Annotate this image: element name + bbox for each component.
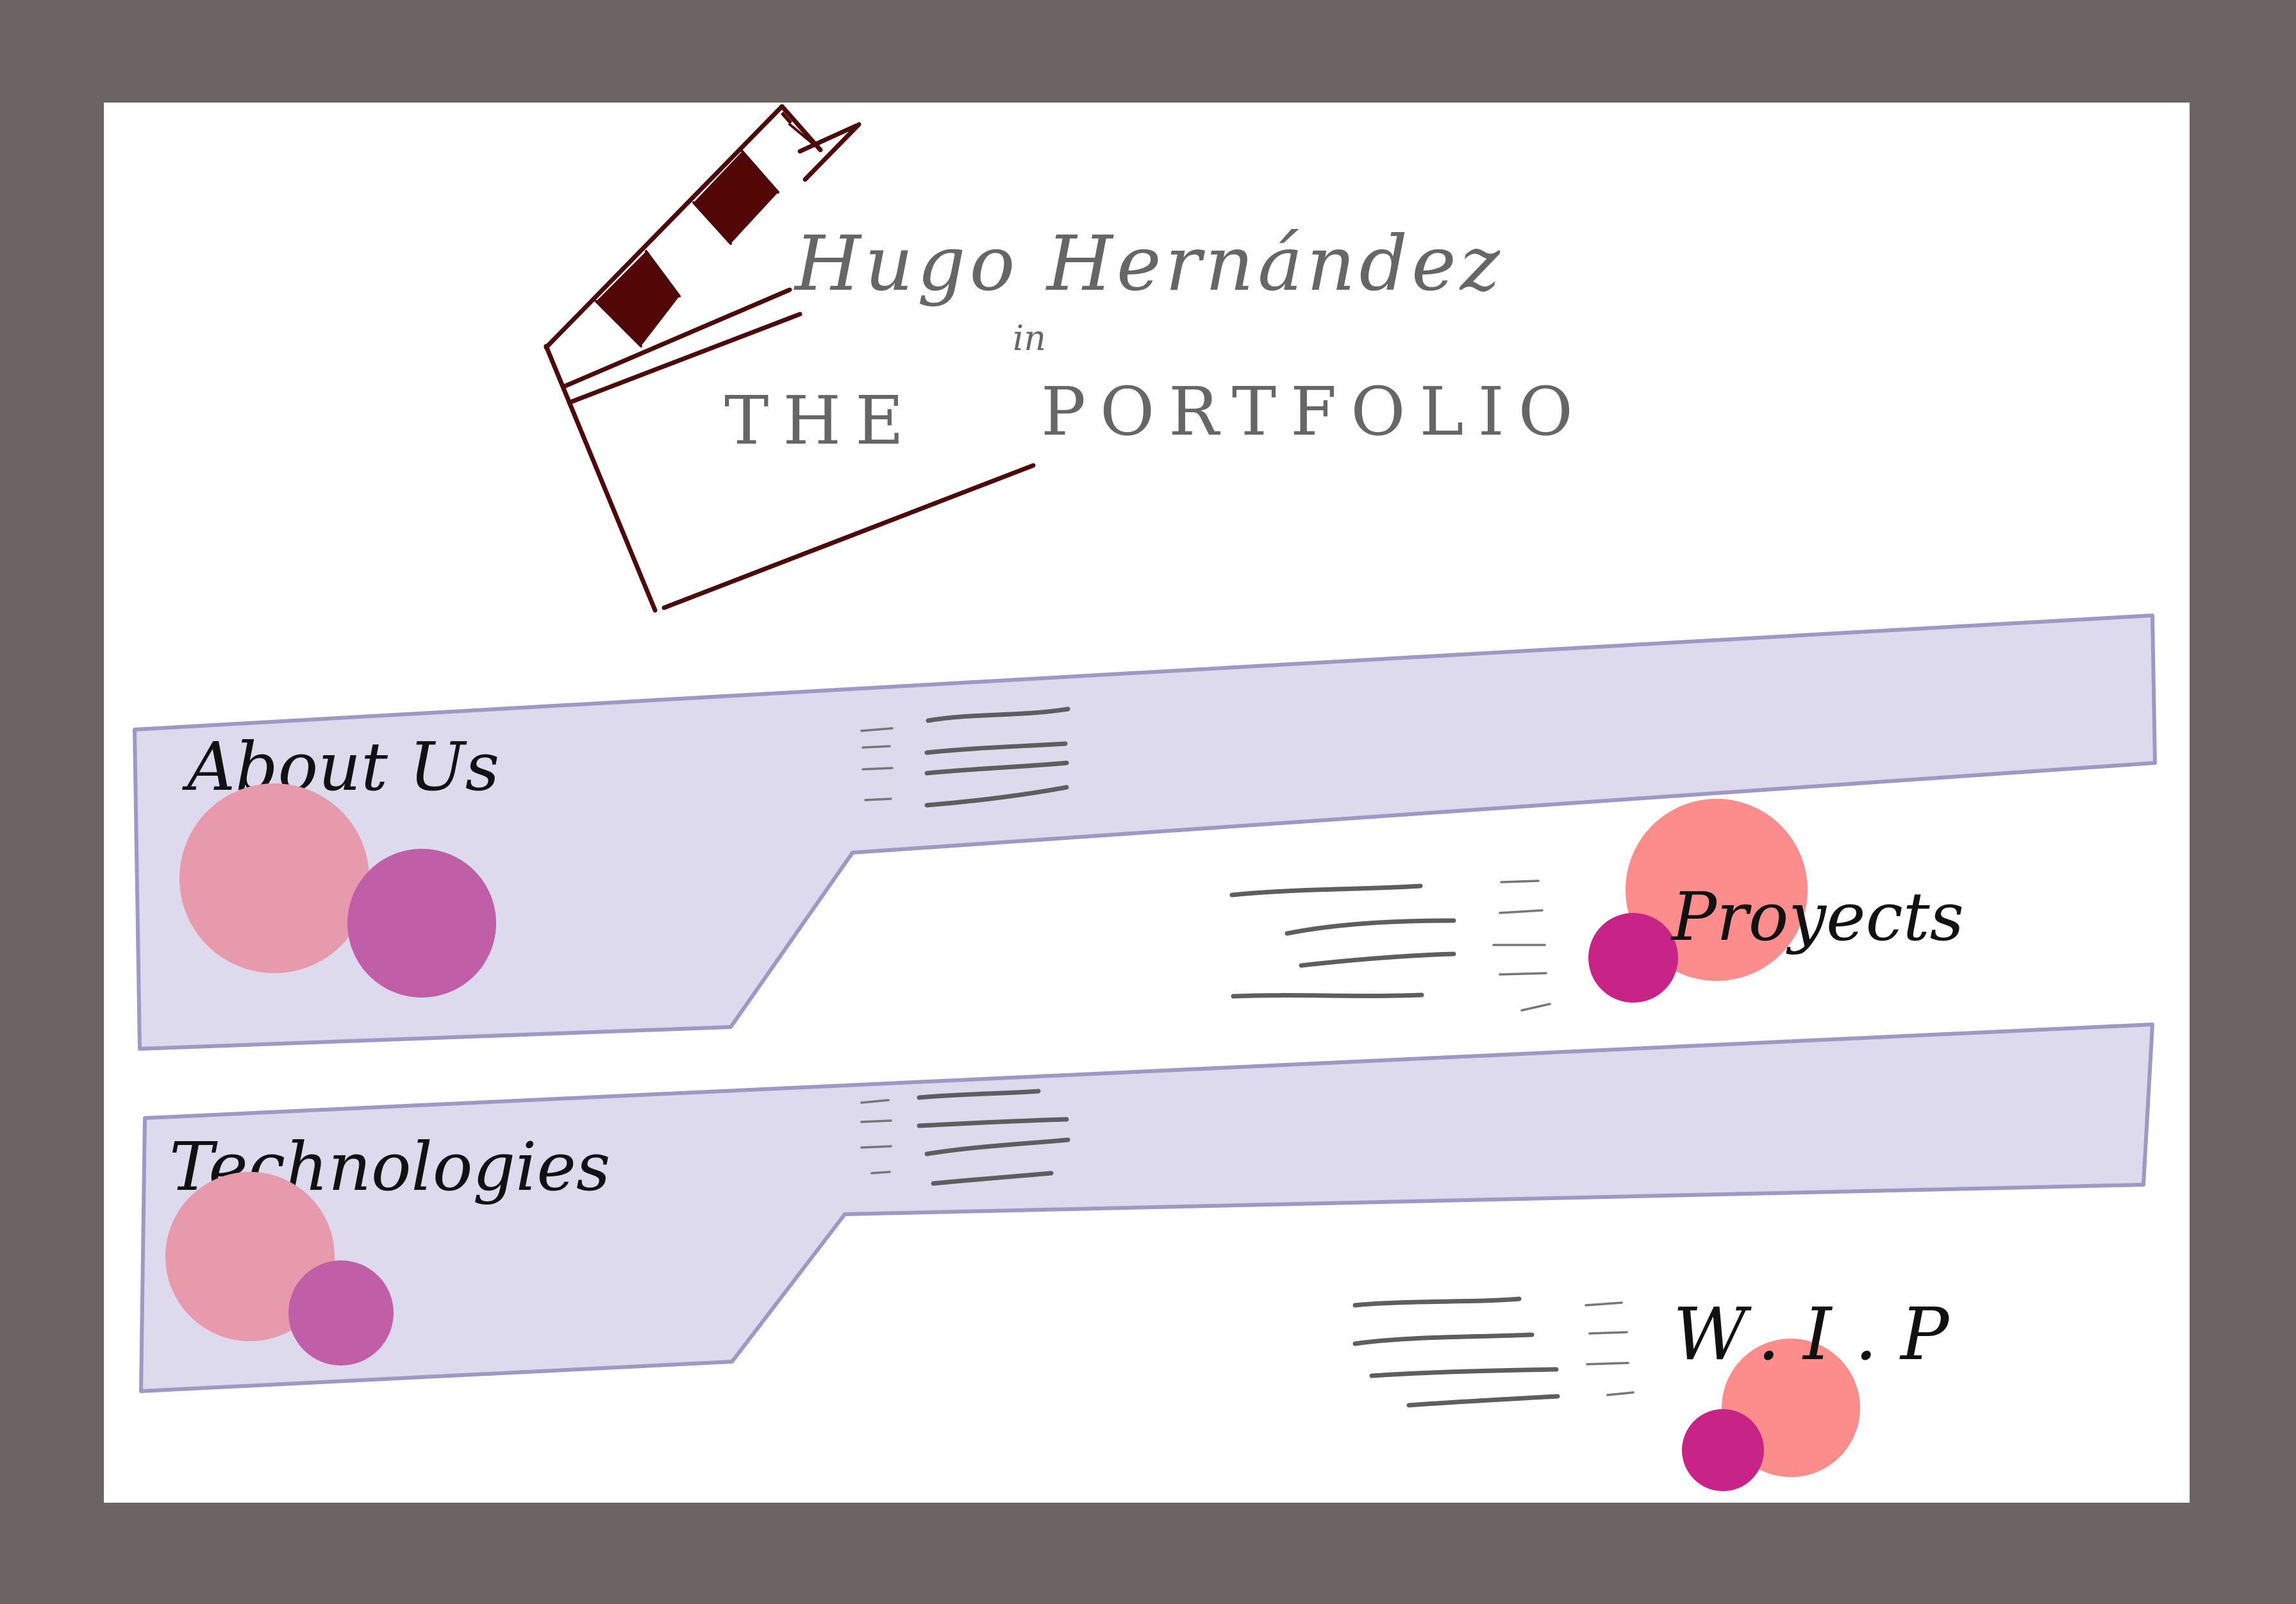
technologies-menu-lines-icon[interactable] [860, 1089, 1070, 1186]
about-bubble-purple [347, 849, 496, 998]
wip-bubble-magenta [1682, 1409, 1764, 1491]
clapperboard-icon [544, 104, 1036, 613]
about-band [133, 614, 2157, 1051]
technologies-bubble-purple [288, 1260, 394, 1366]
about-label[interactable]: About Us [182, 728, 499, 806]
header-name: Hugo Hernández [794, 219, 1504, 308]
header-connector: in [1013, 318, 1046, 358]
wip-menu-lines-icon[interactable] [1352, 1296, 1635, 1408]
wip-label[interactable]: W.I.P [1673, 1293, 1972, 1376]
projects-label[interactable]: Proyects [1670, 878, 1964, 956]
projects-menu-lines-icon[interactable] [1229, 880, 1551, 1012]
about-bubble-pink [179, 783, 369, 973]
header-portfolio: PORTFOLIO [1041, 372, 1587, 451]
header-the: THE [724, 381, 918, 460]
about-menu-lines-icon[interactable] [860, 706, 1070, 808]
technologies-band [139, 1023, 2154, 1393]
projects-bubble-magenta [1588, 913, 1678, 1003]
